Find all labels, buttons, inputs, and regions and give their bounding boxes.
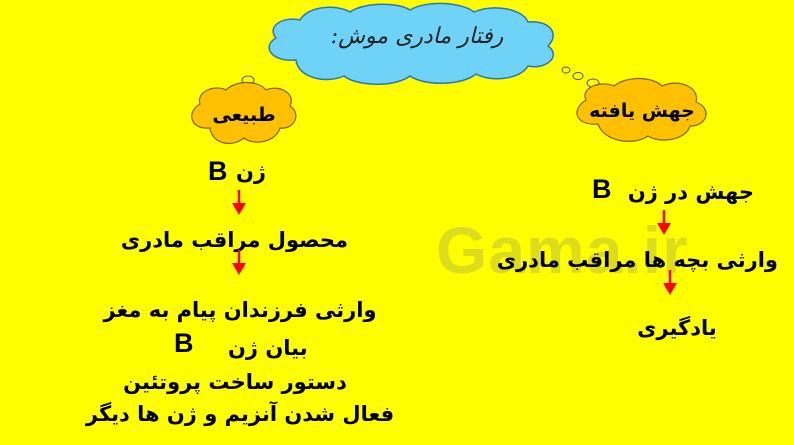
left-line-2-letter: B <box>174 328 194 358</box>
left-line-4: فعال شدن آنزیم و ژن ها دیگر <box>85 402 395 426</box>
diagram-title: رفتار مادری موش: <box>330 24 504 49</box>
right-arrow-2 <box>663 270 677 295</box>
right-arrow-1 <box>657 210 671 235</box>
mutant-label: جهش یافته <box>589 100 695 122</box>
natural-label: طبیعی <box>212 104 276 126</box>
title-right-bubbles <box>561 66 600 88</box>
right-gene-letter: B <box>592 174 612 204</box>
right-step-2: وارثی بچه ها مراقب مادری <box>496 248 778 272</box>
left-line-2: بیان ژن <box>228 336 308 360</box>
left-gene-letter: B <box>208 156 228 186</box>
left-line-3: دستور ساخت پروتئین <box>123 370 347 394</box>
left-step-2: محصول مراقب مادری <box>120 228 348 252</box>
left-line-1: وارثی فرزندان پیام به مغز <box>103 298 377 322</box>
left-branch-cloud <box>191 81 297 145</box>
title-cloud <box>268 2 555 85</box>
right-branch-cloud <box>576 77 707 142</box>
left-arrow-1 <box>232 190 246 215</box>
left-arrow-2 <box>232 250 246 275</box>
right-gene-word: جهش در ژن <box>627 180 754 204</box>
right-step-3: یادگیری <box>637 316 717 340</box>
watermark: Gama.ir <box>436 213 689 287</box>
left-gene-word: ژن <box>236 160 267 184</box>
